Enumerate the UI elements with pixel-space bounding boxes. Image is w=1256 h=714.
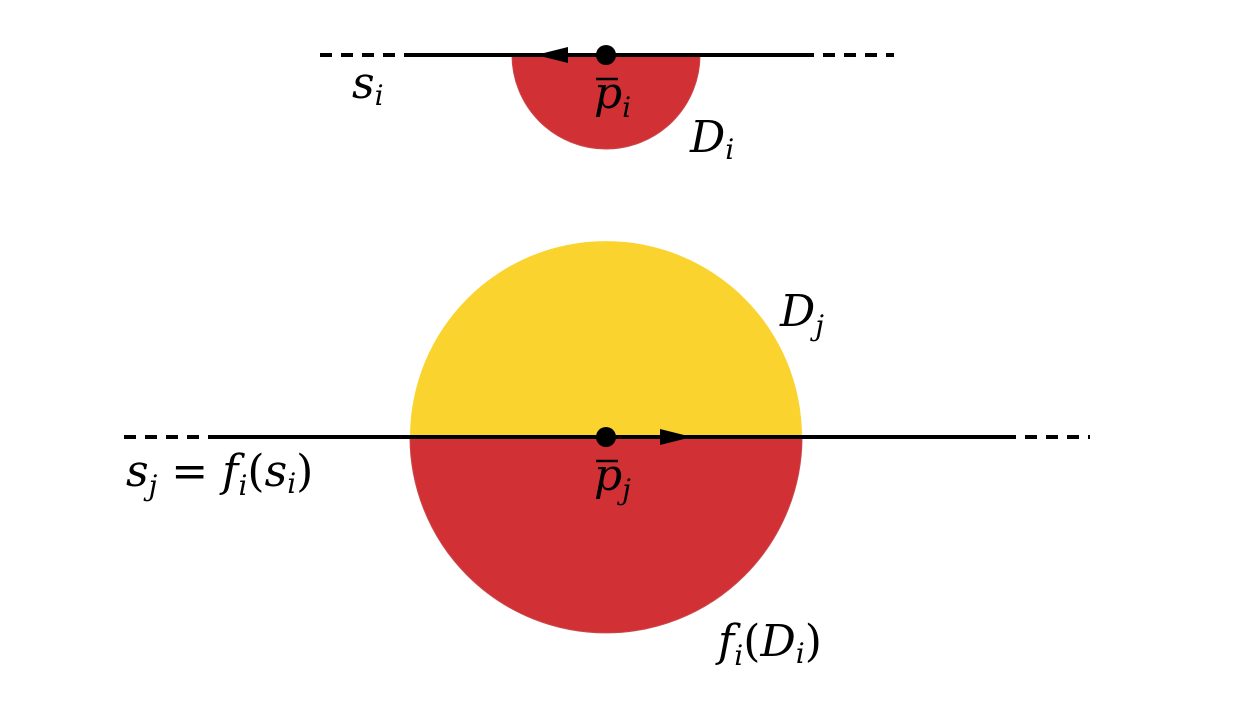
label-p-i: pi — [594, 68, 631, 124]
svg-text:Di: Di — [689, 112, 734, 166]
upper-half-disk-d-j — [410, 241, 802, 437]
label-s-i: si — [352, 58, 384, 112]
label-d-j: Dj — [779, 286, 824, 342]
half-disk-d-i — [511, 54, 701, 150]
svg-text:si: si — [352, 58, 384, 112]
label-f-i-d-i: fi(Di) — [715, 616, 822, 672]
svg-text:Dj: Dj — [779, 286, 824, 342]
bottom-configuration — [124, 241, 1090, 634]
label-d-i: Di — [689, 112, 734, 166]
lower-half-disk-f-d-i — [409, 436, 803, 634]
label-p-j: pj — [594, 450, 631, 506]
label-s-j-equals-f-i-s-i: sj=fi(si) — [126, 446, 313, 502]
svg-text:pi: pi — [594, 68, 631, 124]
svg-text:pj: pj — [594, 450, 631, 506]
top-configuration — [320, 45, 894, 150]
point-p-j — [596, 427, 616, 447]
arrow-left-icon — [536, 47, 568, 63]
svg-text:sj=fi(si): sj=fi(si) — [126, 446, 313, 502]
point-p-i — [596, 45, 616, 65]
svg-text:fi(Di): fi(Di) — [715, 616, 822, 672]
arrow-right-icon — [660, 429, 692, 445]
